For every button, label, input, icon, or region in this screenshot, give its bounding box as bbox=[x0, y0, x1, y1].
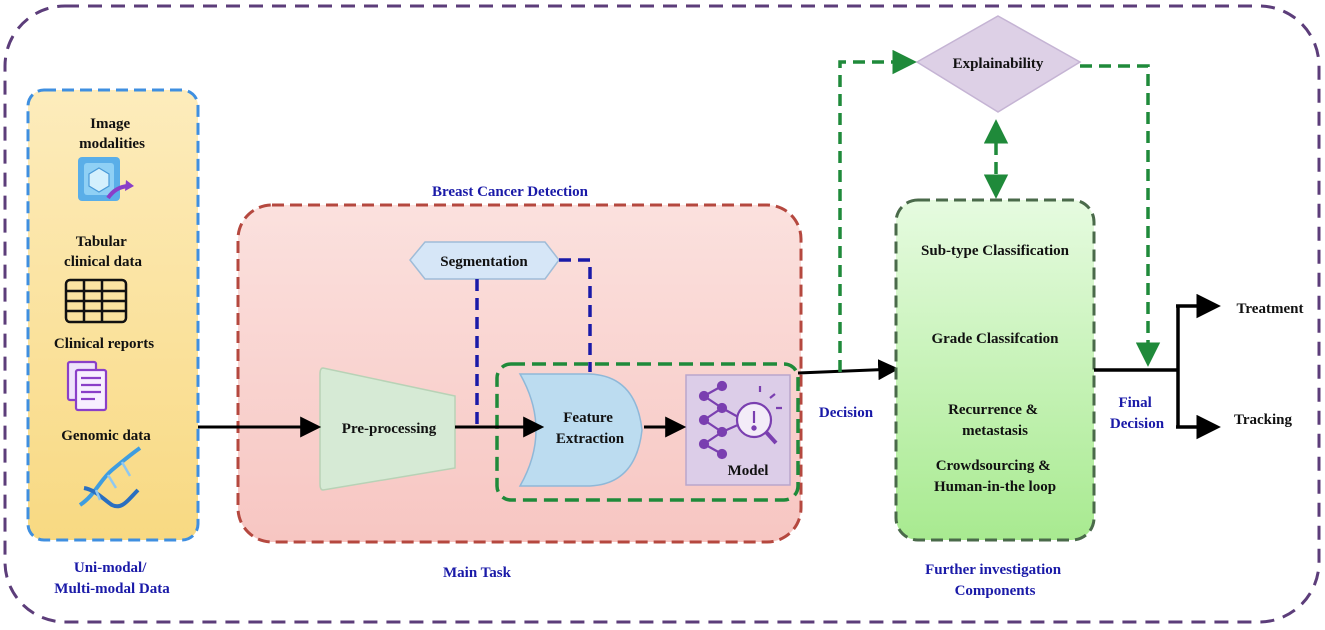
svg-text:Explainability: Explainability bbox=[953, 56, 1044, 72]
main-task-caption: Main Task bbox=[443, 565, 512, 581]
main-task-title: Breast Cancer Detection bbox=[432, 184, 589, 200]
decision-to-explainability-connector bbox=[838, 49, 917, 372]
explainability-to-final-connector bbox=[1080, 64, 1161, 367]
genomic-data-label: Genomic data bbox=[61, 428, 151, 444]
svg-text:Feature Extraction: Feature Extraction bbox=[556, 410, 625, 447]
arrow-decision bbox=[797, 359, 900, 381]
feature-extraction-node: Feature Extraction bbox=[518, 373, 643, 487]
tabular-data-label: Tabular clinical data bbox=[64, 234, 142, 270]
segmentation-connector-right bbox=[559, 258, 592, 372]
segmentation-node: Segmentation bbox=[409, 241, 560, 280]
clinical-reports-label: Clinical reports bbox=[54, 336, 154, 352]
subtype-classification-label: Sub-type Classification bbox=[921, 243, 1070, 259]
preprocessing-node: Pre-processing bbox=[319, 367, 456, 491]
neural-network-search-icon bbox=[698, 380, 782, 460]
further-investigation-caption: Further investigation Components bbox=[925, 562, 1065, 599]
dna-icon bbox=[78, 446, 142, 509]
svg-text:Pre-processing: Pre-processing bbox=[342, 421, 437, 437]
image-modalities-label: Image modalities bbox=[79, 116, 145, 152]
grade-classification-label: Grade Classifcation bbox=[931, 331, 1059, 347]
image-modalities-icon bbox=[78, 157, 134, 201]
svg-text:Model: Model bbox=[728, 463, 769, 479]
explainability-node: Explainability bbox=[915, 15, 1082, 113]
recurrence-label: Recurrence & metastasis bbox=[948, 402, 1042, 439]
table-icon bbox=[64, 278, 128, 324]
input-panel-box bbox=[26, 88, 200, 542]
further-investigation-box bbox=[894, 198, 1096, 542]
crowdsourcing-label: Crowdsourcing & Human-in-the loop bbox=[934, 458, 1056, 495]
outer-frame bbox=[3, 4, 1321, 624]
feature-model-group bbox=[495, 362, 800, 502]
decision-label: Decision bbox=[819, 405, 874, 421]
input-panel-caption: Uni-modal/ Multi-modal Data bbox=[54, 560, 170, 597]
input-panel: Image modalities Tabular clinical data C… bbox=[26, 88, 200, 542]
svg-text:Segmentation: Segmentation bbox=[440, 254, 528, 270]
final-decision-label: Final Decision bbox=[1110, 395, 1165, 432]
treatment-label: Treatment bbox=[1237, 301, 1304, 317]
tracking-label: Tracking bbox=[1234, 412, 1293, 428]
model-node: Model bbox=[685, 374, 791, 486]
document-icon bbox=[66, 360, 108, 412]
